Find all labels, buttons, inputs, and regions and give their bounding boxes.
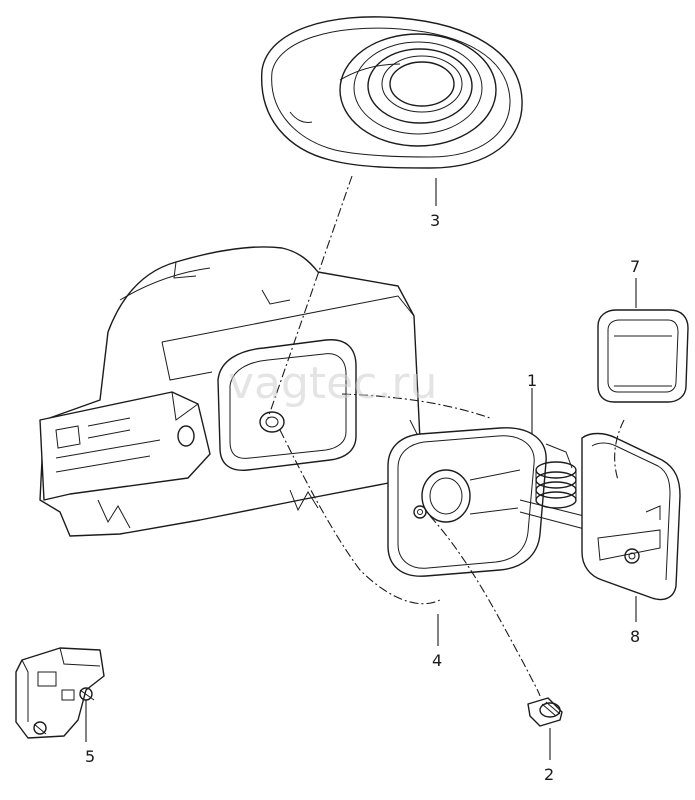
part-5-clip (15, 647, 105, 739)
part-1-filler-insert (387, 427, 601, 577)
callout-1: 1 (527, 371, 537, 390)
watermark-text: vagtec.ru (228, 358, 437, 409)
callout-7: 7 (630, 257, 640, 276)
part-8-fuel-door (581, 432, 681, 601)
callout-8: 8 (630, 627, 640, 646)
leader-lines (85, 178, 637, 760)
callout-5: 5 (85, 747, 95, 766)
callout-2: 2 (544, 765, 554, 784)
part-2-screw (527, 697, 563, 727)
assembly-lines (267, 175, 625, 697)
callout-3: 3 (430, 211, 440, 230)
part-7-cover-pad (597, 309, 689, 403)
part-3-seal (261, 16, 523, 169)
callout-4: 4 (432, 651, 442, 670)
fuel-filler-housing (39, 246, 421, 537)
